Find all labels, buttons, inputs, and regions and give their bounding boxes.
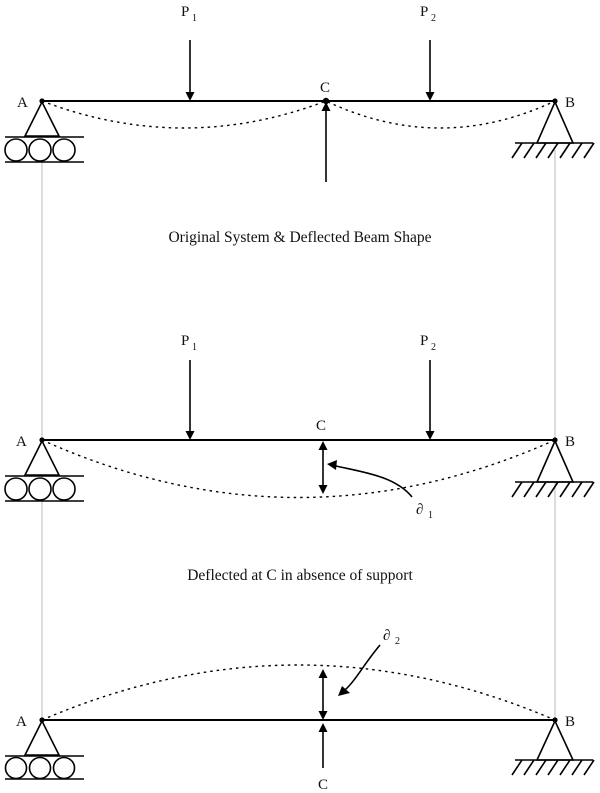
support-b-label: B <box>565 95 575 111</box>
support-b-label-3: B <box>565 714 575 730</box>
load-p2-arrow-2 <box>425 360 435 440</box>
deflected-shape-upward <box>41 664 556 721</box>
support-a-label: A <box>17 95 28 111</box>
deflected-shape-original <box>41 100 556 129</box>
load-p1-arrow <box>185 40 195 101</box>
pin-support-b <box>511 100 595 159</box>
deflection-delta2-arrow <box>318 669 328 720</box>
pin-support-b-3 <box>511 719 595 776</box>
deflection-delta1-arrow <box>318 441 328 494</box>
leader-delta1 <box>327 460 413 498</box>
point-c-label: C <box>320 80 330 96</box>
deflection-delta1-label: ∂ <box>416 502 423 518</box>
node-c <box>322 97 330 105</box>
caption-original-system: Original System & Deflected Beam Shape <box>168 229 431 246</box>
point-c-label-2: C <box>316 418 326 434</box>
load-p1-subscript: 1 <box>192 13 197 24</box>
load-p1-label-2: P <box>181 333 189 349</box>
panel-original-system: P 1 P 2 A B C <box>4 4 595 182</box>
load-p2-label: P <box>420 4 428 20</box>
deflected-shape-no-support <box>41 439 556 499</box>
roller-support-a-2 <box>4 439 84 502</box>
load-p1-label: P <box>181 4 189 20</box>
support-a-label-3: A <box>16 714 27 730</box>
deflection-delta2-subscript: 2 <box>395 636 400 647</box>
point-c-label-3: C <box>318 777 328 793</box>
pin-support-b-2 <box>511 439 595 498</box>
roller-support-a <box>4 100 84 163</box>
deflection-delta2-label: ∂ <box>383 628 390 644</box>
support-a-label-2: A <box>16 434 27 450</box>
reaction-c-arrow-3 <box>318 723 328 768</box>
reaction-c-arrow <box>321 102 331 182</box>
load-p1-arrow-2 <box>185 360 195 440</box>
caption-deflected-without-support: Deflected at C in absence of support <box>187 567 413 584</box>
leader-delta2 <box>338 644 381 696</box>
panel-support-reaction: A B C ∂ 2 <box>4 628 595 793</box>
roller-support-a-3 <box>4 719 84 780</box>
load-p2-label-2: P <box>420 333 428 349</box>
deflection-delta1-subscript: 1 <box>428 510 433 521</box>
support-b-label-2: B <box>565 434 575 450</box>
load-p2-arrow <box>425 40 435 101</box>
panel-deflected-without-support: P 1 P 2 A B C ∂ 1 <box>4 333 595 521</box>
load-p2-subscript: 2 <box>431 13 436 24</box>
load-p1-subscript-2: 1 <box>192 342 197 353</box>
load-p2-subscript-2: 2 <box>431 342 436 353</box>
